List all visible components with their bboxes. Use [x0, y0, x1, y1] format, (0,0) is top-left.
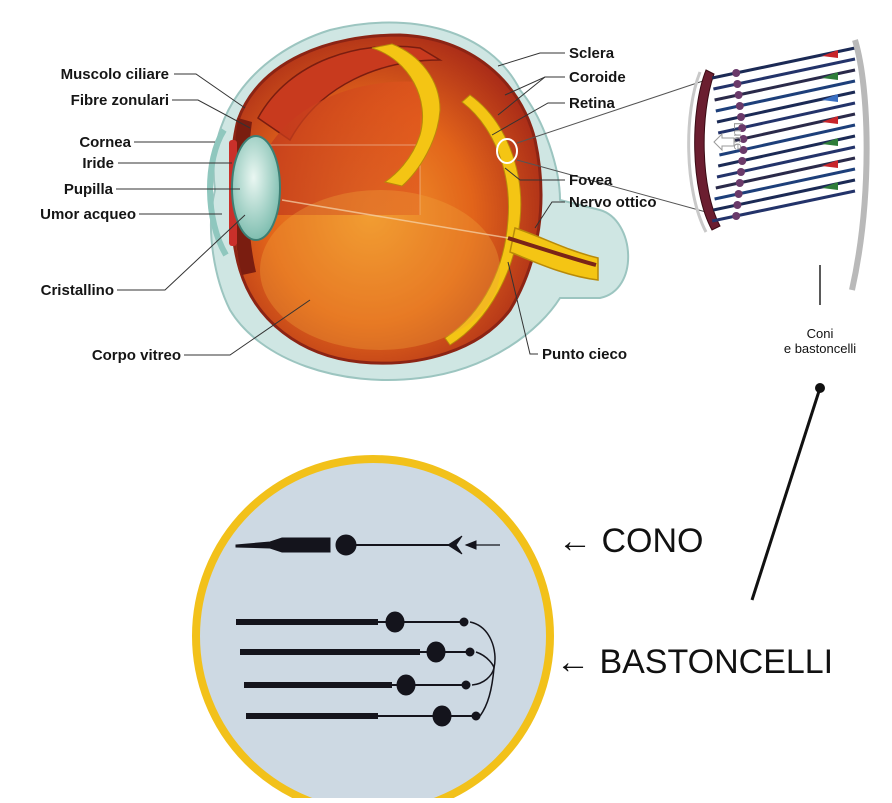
label-coni: Coni [770, 326, 870, 341]
label-cristallino: Cristallino [41, 282, 114, 299]
ganglion-cell [738, 157, 746, 165]
ganglion-cell [736, 102, 744, 110]
cells-circle [196, 459, 550, 798]
label-bastoncelli: ← BASTONCELLI [556, 643, 833, 682]
ganglion-cell [732, 212, 740, 220]
ganglion-cell [735, 91, 743, 99]
pigment-epithelium [852, 40, 867, 290]
label-luce: Luce [731, 122, 746, 150]
label-cornea: Cornea [79, 134, 131, 151]
label-coroide: Coroide [569, 69, 626, 86]
label-fibre-zonulari: Fibre zonulari [71, 92, 169, 109]
retina-cells [712, 40, 866, 290]
label-fovea: Fovea [569, 172, 612, 189]
retina-detail [689, 40, 867, 305]
label-cono: ← CONO [558, 522, 703, 561]
label-corpo-vitreo: Corpo vitreo [92, 347, 181, 364]
ganglion-cell [735, 190, 743, 198]
ganglion-cell [733, 80, 741, 88]
ganglion-cell [737, 113, 745, 121]
label-punto-cieco: Punto cieco [542, 346, 627, 363]
ganglion-cell [733, 201, 741, 209]
ganglion-cell [737, 168, 745, 176]
label-retina: Retina [569, 95, 615, 112]
label-umor-acqueo: Umor acqueo [40, 206, 136, 223]
label-e-bastoncelli: e bastoncelli [770, 341, 870, 356]
caption-pointer [752, 383, 825, 600]
label-nervo-ottico: Nervo ottico [569, 194, 657, 211]
label-pupilla: Pupilla [64, 181, 113, 198]
ganglion-cell [732, 69, 740, 77]
label-muscolo-ciliare: Muscolo ciliare [61, 66, 169, 83]
label-iride: Iride [82, 155, 114, 172]
label-sclera: Sclera [569, 45, 614, 62]
ganglion-cell [736, 179, 744, 187]
